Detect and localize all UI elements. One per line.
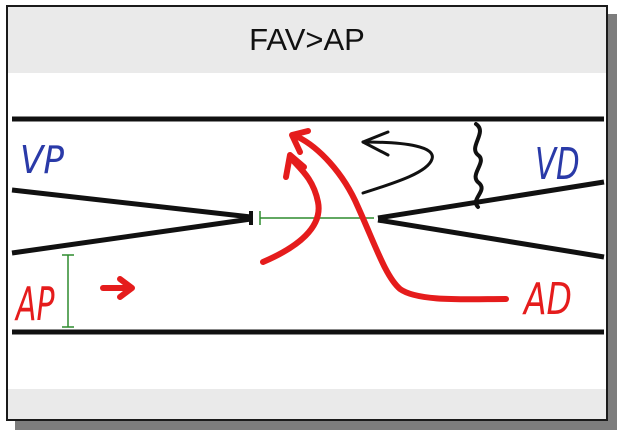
- label-vp: VP: [20, 137, 64, 182]
- squiggle-marker: [473, 122, 484, 209]
- ap-diameter-measurement: [62, 254, 74, 328]
- label-vd: VD: [535, 138, 580, 189]
- footer-bar: [8, 389, 606, 419]
- label-ap: AP: [14, 278, 55, 331]
- diagram-canvas: VP VD AP AD: [11, 116, 605, 335]
- right-vessel-cone: [377, 179, 605, 260]
- diagram-frame: FAV>AP: [6, 5, 608, 421]
- label-ad: AD: [521, 274, 572, 325]
- venous-return-arrow: [361, 130, 434, 195]
- diagram-title: FAV>AP: [8, 7, 606, 73]
- left-vessel-cone: [11, 187, 253, 256]
- arterial-flow-arrows: [100, 128, 509, 303]
